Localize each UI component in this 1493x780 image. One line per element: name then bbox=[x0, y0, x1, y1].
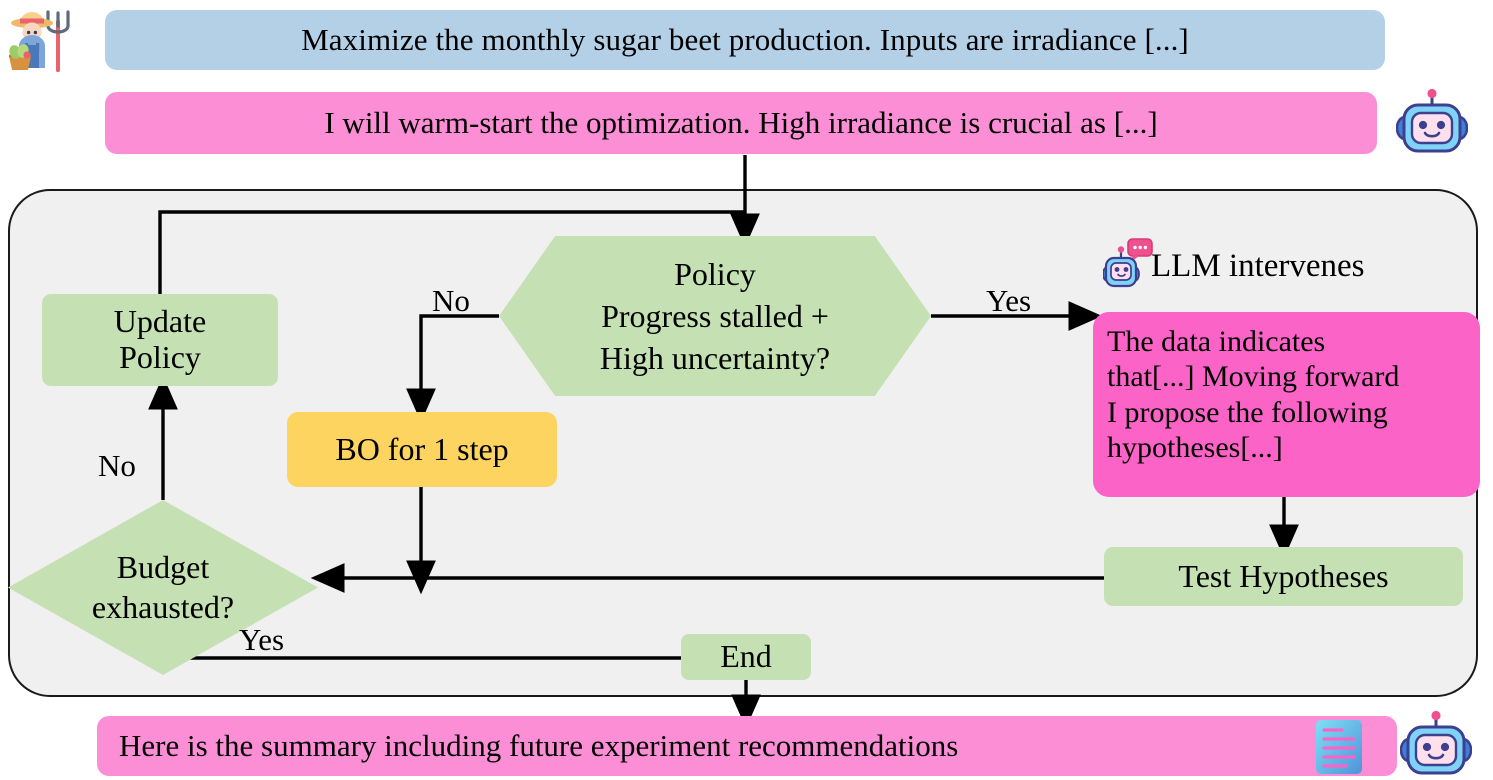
test-hypotheses-label: Test Hypotheses bbox=[1178, 557, 1389, 594]
llm-hypothesis-line2: that[...] Moving forward bbox=[1107, 360, 1400, 394]
llm-hypothesis-line1: The data indicates bbox=[1107, 325, 1326, 358]
llm-intervenes-caption: LLM intervenes bbox=[1151, 248, 1365, 284]
llm-hypothesis-line3: I propose the following bbox=[1107, 395, 1388, 429]
llm-warmstart-bubble: I will warm-start the optimization. High… bbox=[105, 92, 1377, 154]
policy-decision-line3: High uncertainty? bbox=[599, 340, 831, 377]
edge-label-budget-yes: Yes bbox=[239, 622, 285, 657]
node-test-hypotheses: Test Hypotheses bbox=[1104, 547, 1463, 606]
user-request-text: Maximize the monthly sugar beet producti… bbox=[301, 21, 1189, 57]
node-bo-step: BO for 1 step bbox=[287, 412, 557, 487]
update-policy-line1: Update bbox=[113, 303, 207, 340]
edge-label-policy-yes: Yes bbox=[986, 283, 1032, 318]
budget-decision-line1: Budget bbox=[116, 549, 210, 586]
robot-speech-icon bbox=[1103, 238, 1153, 288]
llm-warmstart-text: I will warm-start the optimization. High… bbox=[324, 104, 1158, 140]
farmer-icon bbox=[9, 10, 70, 72]
node-update-policy: Update Policy bbox=[42, 294, 278, 386]
policy-decision-line1: Policy bbox=[674, 255, 756, 292]
user-request-bubble: Maximize the monthly sugar beet producti… bbox=[105, 10, 1385, 70]
llm-summary-bubble: Here is the summary including future exp… bbox=[97, 716, 1397, 776]
end-label: End bbox=[720, 638, 772, 675]
policy-decision-line2: Progress stalled + bbox=[601, 297, 829, 334]
node-policy-decision: Policy Progress stalled + High uncertain… bbox=[499, 236, 931, 396]
report-document-icon bbox=[1316, 720, 1362, 774]
budget-decision-line2: exhausted? bbox=[91, 588, 235, 625]
llm-hypothesis-line4: hypotheses[...] bbox=[1107, 431, 1283, 465]
edge-label-budget-no: No bbox=[98, 448, 136, 483]
edge-label-policy-no: No bbox=[432, 283, 470, 318]
update-policy-line2: Policy bbox=[119, 339, 201, 375]
robot-icon bbox=[1400, 710, 1472, 775]
llm-summary-text: Here is the summary including future exp… bbox=[119, 727, 959, 763]
robot-icon bbox=[1396, 88, 1468, 153]
bo-step-label: BO for 1 step bbox=[335, 430, 509, 467]
node-end: End bbox=[681, 634, 811, 680]
llm-hypothesis-bubble: The data indicates that[...] Moving forw… bbox=[1093, 312, 1480, 497]
